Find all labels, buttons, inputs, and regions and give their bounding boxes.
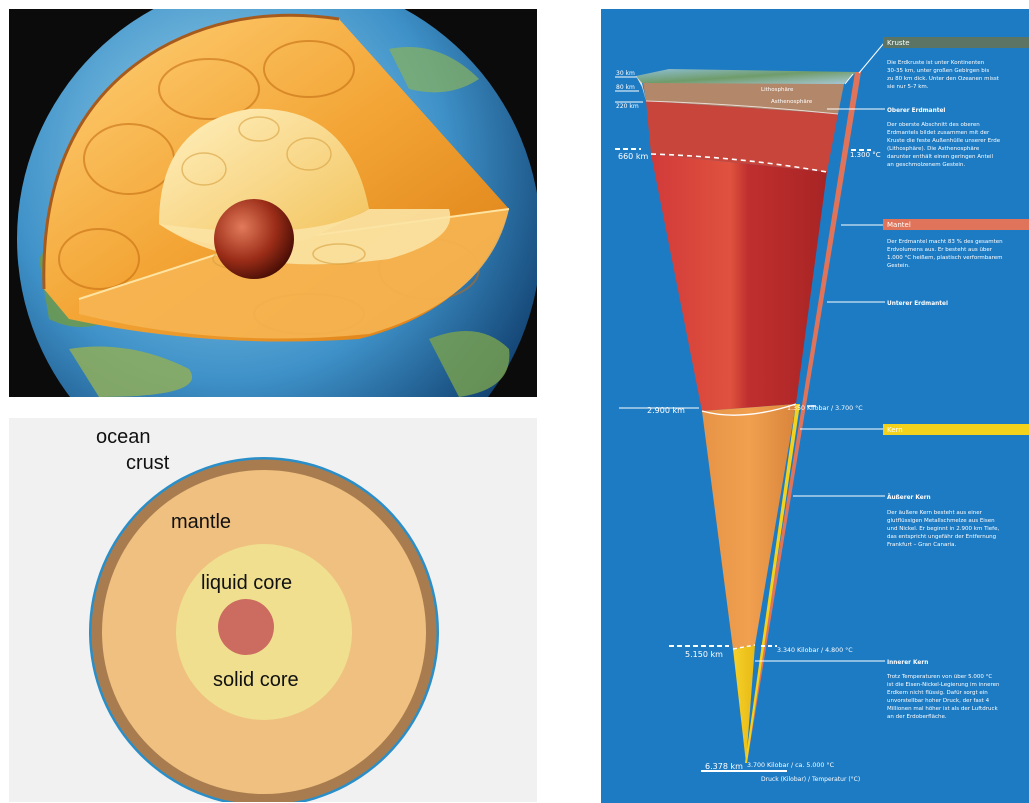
pressure-2900: 1.350 Kilobar / 3.700 °C [787, 404, 863, 412]
depth-6378km: 6.378 km [705, 762, 743, 771]
inner-core-wedge [733, 645, 755, 763]
outer-core-wedge [702, 404, 796, 649]
aeusserer-line-4: das entspricht ungefähr der Entfernung [887, 534, 996, 540]
innerer-line-1: Trotz Temperaturen von über 5.000 °C [886, 674, 992, 680]
mantle-side-bar [745, 72, 861, 763]
depth-660km: 660 km [618, 152, 648, 161]
solid-core-layer [218, 599, 274, 655]
mantel-line-4: Gestein. [887, 263, 910, 269]
earth-cutaway-svg [9, 9, 537, 397]
kruste-line-1: Die Erdkruste ist unter Kontinenten [887, 60, 985, 66]
depth-30km: 30 km [616, 70, 635, 77]
outer-core-cutaway [159, 108, 369, 247]
ocean-label: ocean [96, 426, 151, 448]
innerer-title: Innerer Kern [887, 660, 928, 666]
core-side-bar [745, 404, 800, 763]
kruste-line-2: 30-35 km, unter großen Gebirgen bis [887, 68, 989, 74]
aeusserer-line-3: und Nickel. Er beginnt in 2.900 km Tiefe… [887, 526, 999, 532]
mantel-line-3: 1.000 °C heißem, plastisch verformbarem [887, 255, 1002, 261]
surface-top [636, 69, 856, 84]
solid-core-label: solid core [213, 669, 299, 691]
kruste-bar [883, 37, 1029, 48]
upper-mantle-wedge [646, 101, 838, 172]
crust-label: crust [126, 452, 170, 474]
asthenosphaere-label: Asthenosphäre [771, 99, 813, 105]
oberer-line-6: an geschmolzenem Gestein. [887, 162, 965, 168]
depth-80km: 80 km [616, 84, 635, 91]
aeusserer-line-1: Der äußere Kern besteht aus einer [887, 510, 983, 516]
oberer-line-2: Erdmantels bildet zusammen mit der [887, 130, 990, 136]
lithosphaere-label: Lithosphäre [761, 87, 794, 93]
temp-1300: 1.300 °C [850, 151, 881, 159]
innerer-line-5: Millionen mal höher ist als der Luftdruc… [887, 706, 998, 712]
wedge-cross-section: Lithosphäre Asthenosphäre 30 km 80 km 22… [601, 9, 1029, 803]
innerer-line-6: an der Erdoberfläche. [887, 714, 947, 720]
simple-layers-diagram: ocean crust mantle liquid core solid cor… [9, 418, 537, 802]
simple-layers-svg: ocean crust mantle liquid core solid cor… [9, 418, 537, 802]
kern-bar [883, 424, 1029, 435]
innerer-line-4: unvorstellbar hoher Druck, der fast 4 [887, 698, 990, 704]
innerer-line-2: ist die Eisen-Nickel-Legierung im innere… [887, 682, 1000, 688]
liquid-core-label: liquid core [201, 572, 292, 594]
kruste-title: Kruste [887, 39, 910, 47]
oberer-line-4: (Lithosphäre). Die Asthenosphäre [887, 146, 980, 152]
earth-cutaway-illustration [9, 9, 537, 397]
inner-core-sphere [214, 199, 294, 279]
depth-2900km: 2.900 km [647, 406, 685, 415]
oberer-line-5: darunter enthält einen geringen Anteil [887, 154, 994, 160]
lower-mantle-wedge [651, 154, 827, 411]
crust-wedge [642, 76, 844, 114]
oberer-line-1: Der oberste Abschnitt des oberen [887, 122, 980, 128]
wedge-svg: Lithosphäre Asthenosphäre 30 km 80 km 22… [601, 9, 1029, 803]
depth-5150km: 5.150 km [685, 650, 723, 659]
pressure-6378: 3.700 Kilobar / ca. 5.000 °C [747, 761, 835, 769]
aeusserer-title: Äußerer Kern [887, 494, 931, 501]
oberer-title: Oberer Erdmantel [887, 108, 945, 114]
depth-220km: 220 km [616, 103, 639, 110]
mantel-line-2: Erdvolumens aus. Er besteht aus über [887, 247, 993, 253]
innerer-line-3: Erdkern nicht flüssig. Dafür sorgt ein [887, 690, 988, 696]
kruste-line-4: sie nur 5-7 km. [887, 84, 929, 90]
mantel-title: Mantel [887, 221, 911, 229]
aeusserer-line-5: Frankfurt – Gran Canaria. [887, 542, 957, 548]
mantel-line-1: Der Erdmantel macht 83 % des gesamten [887, 239, 1003, 245]
aeusserer-line-2: glutflüssigen Metallschmelze aus Eisen [887, 518, 995, 524]
pressure-footer: Druck (Kilobar) / Temperatur (°C) [761, 776, 860, 783]
kern-title: Kern [887, 426, 903, 434]
oberer-line-3: Kruste die feste Außenhülle unserer Erde [887, 138, 1001, 144]
mantle-label: mantle [171, 511, 231, 533]
pressure-5150: 3.340 Kilobar / 4.800 °C [777, 646, 853, 654]
kruste-line-3: zu 80 km dick. Unter den Ozeanen misst [887, 76, 1000, 82]
mantel-bar [883, 219, 1029, 230]
unterer-title: Unterer Erdmantel [887, 301, 948, 307]
